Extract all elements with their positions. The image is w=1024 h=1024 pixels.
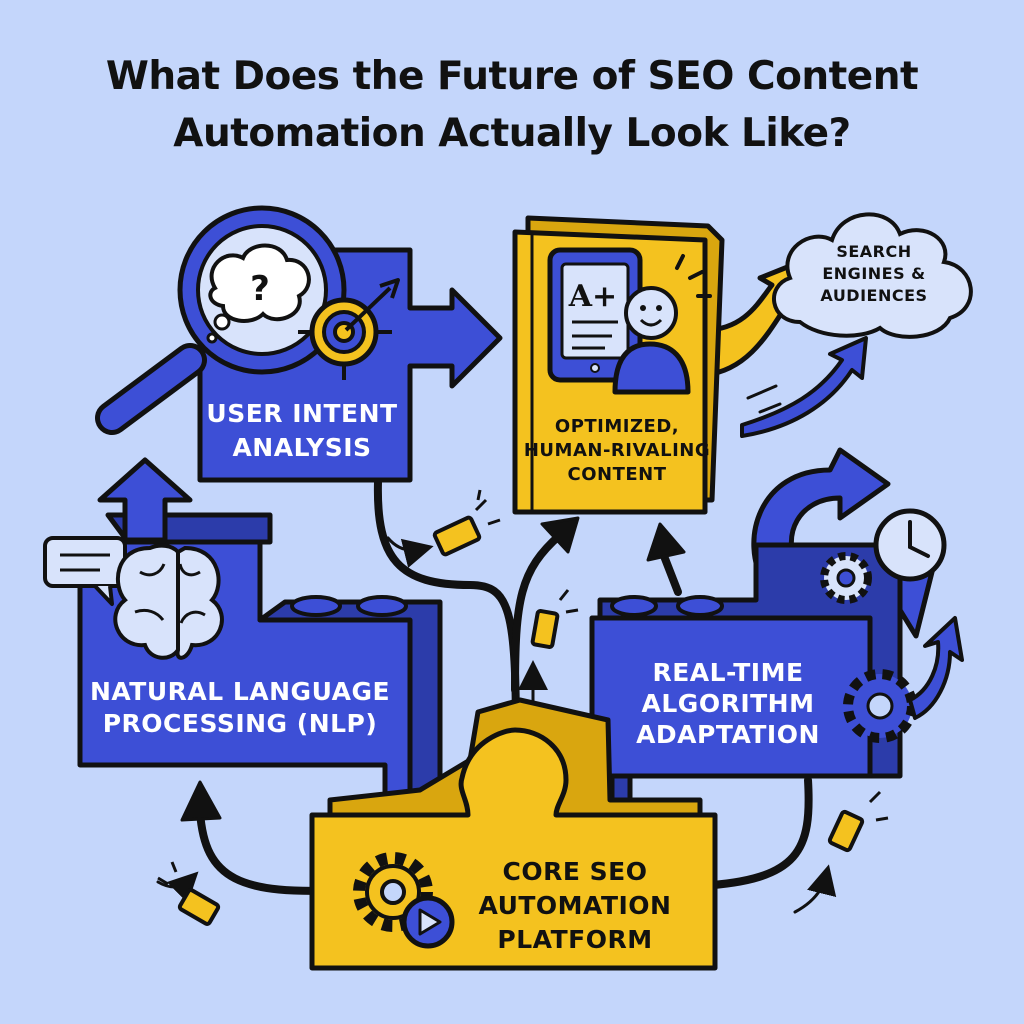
user-intent-label-line-2: ANALYSIS xyxy=(232,433,371,462)
nlp-label-line-1: NATURAL LANGUAGE xyxy=(90,677,390,706)
brain-icon xyxy=(113,543,224,660)
arrow-small-4 xyxy=(793,864,837,914)
arrow-head-nlp xyxy=(180,780,222,822)
audience-cloud: SEARCH ENGINES & AUDIENCES xyxy=(740,212,973,438)
cloud-icon xyxy=(772,212,973,339)
arrow-core-to-content xyxy=(511,531,564,694)
audience-label-line-1: SEARCH xyxy=(836,242,911,261)
target-icon xyxy=(298,278,400,380)
user-intent-label-line-1: USER INTENT xyxy=(206,399,397,428)
arrow-head-content-1 xyxy=(540,516,580,554)
content-label-line-2: HUMAN-RIVALING xyxy=(524,440,710,461)
document-icon: A+ xyxy=(547,247,643,383)
clock-icon xyxy=(873,508,947,582)
question-mark: ? xyxy=(250,269,270,309)
data-packets xyxy=(157,489,889,926)
thought-bubble-icon: ? xyxy=(206,243,311,344)
gear-large-icon xyxy=(843,669,917,743)
grade-badge: A+ xyxy=(568,279,617,314)
rotate-arrow-icon xyxy=(908,616,964,720)
audience-label-line-2: ENGINES & xyxy=(822,264,925,283)
data-packet-2 xyxy=(530,608,560,650)
up-arrow-icon xyxy=(97,457,193,543)
core-label-line-3: PLATFORM xyxy=(497,925,652,954)
core-label-line-2: AUTOMATION xyxy=(478,891,671,920)
arrow-small-1 xyxy=(386,536,434,568)
data-packet-4 xyxy=(827,809,865,853)
title-line-1: What Does the Future of SEO Content xyxy=(105,54,919,99)
play-icon xyxy=(401,895,455,949)
user-intent-block: ? USER INTENT ANALYSIS xyxy=(95,205,503,483)
data-packet-1 xyxy=(432,515,482,557)
gear-icon-core xyxy=(353,852,433,932)
realtime-label-line-3: ADAPTATION xyxy=(636,720,820,749)
gear-icon xyxy=(820,552,872,604)
core-label-line-1: CORE SEO xyxy=(503,857,648,886)
core-block: CORE SEO AUTOMATION PLATFORM xyxy=(309,697,718,971)
title-line-2: Automation Actually Look Like? xyxy=(173,111,851,156)
curved-arrow-icon xyxy=(740,336,868,438)
realtime-label-line-1: REAL-TIME xyxy=(652,658,803,687)
content-label-line-3: CONTENT xyxy=(568,464,667,485)
arrow-head-content-2 xyxy=(646,522,686,562)
content-label-line-1: OPTIMIZED, xyxy=(555,416,679,437)
data-packet-3 xyxy=(177,888,221,926)
arrow-realtime-to-core xyxy=(696,776,813,890)
page-title: What Does the Future of SEO Content Auto… xyxy=(0,48,1024,162)
content-block: A+ OPTIMIZED, HUMAN-RIVALING CONTENT xyxy=(512,215,803,515)
arrow-small-3 xyxy=(156,871,199,904)
realtime-block: REAL-TIME ALGORITHM ADAPTATION xyxy=(589,447,964,823)
nlp-label-line-2: PROCESSING (NLP) xyxy=(103,709,378,738)
person-icon xyxy=(612,254,712,395)
audience-label-line-3: AUDIENCES xyxy=(820,286,927,305)
arrow-realtime-to-content xyxy=(660,552,682,596)
realtime-label-line-2: ALGORITHM xyxy=(642,689,815,718)
